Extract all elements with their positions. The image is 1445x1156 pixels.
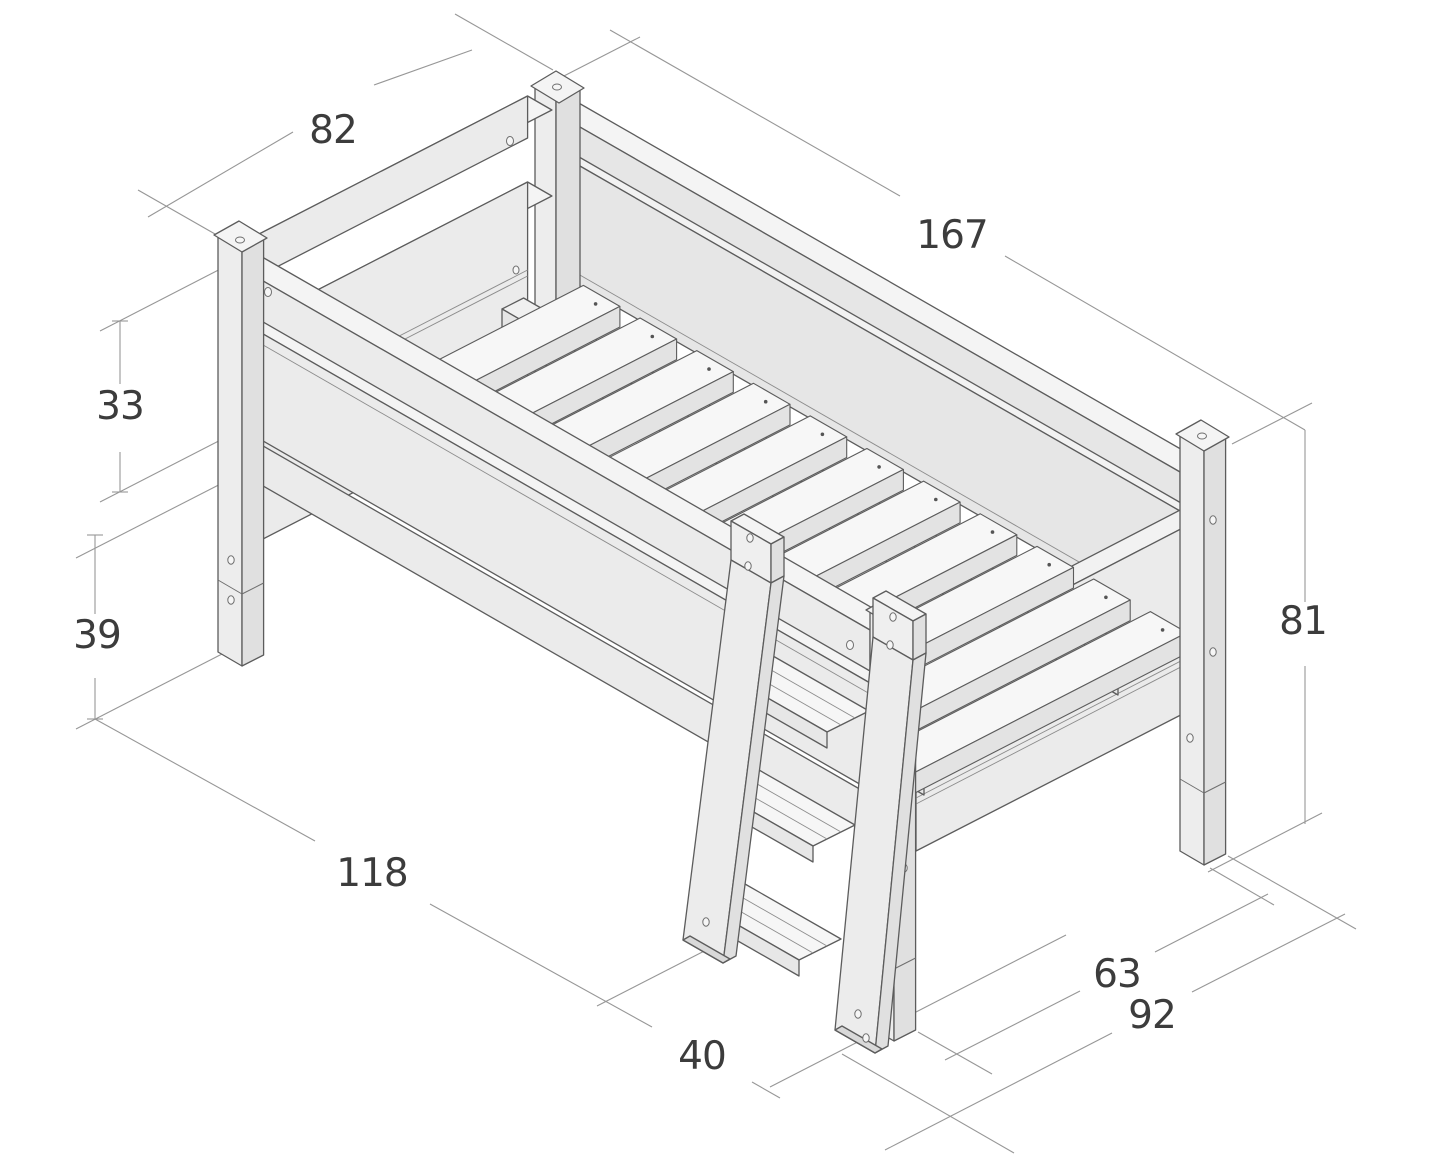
screw-hole — [746, 533, 754, 543]
ext-line — [1227, 855, 1357, 930]
ext-line — [596, 943, 719, 1007]
dim-line — [1191, 913, 1346, 993]
slat-screw — [990, 530, 995, 534]
ext-line — [1231, 402, 1313, 445]
screw-hole — [227, 555, 235, 565]
slat-screw — [593, 302, 598, 306]
dim-40-label: 40 — [678, 1034, 726, 1079]
screw-hole — [744, 561, 752, 571]
stringer-foot-face — [834, 1025, 883, 1054]
ladder-left-stringer — [682, 513, 785, 964]
dim-line — [429, 903, 653, 1028]
screw-hole — [862, 1033, 870, 1043]
tread-slat-line — [744, 776, 842, 833]
screw-hole — [886, 640, 894, 650]
dim-line — [884, 1032, 1113, 1151]
dimension-labels: 82 167 33 39 118 40 63 92 81 — [73, 108, 1328, 1079]
dim-line — [373, 49, 473, 86]
ext-line — [917, 1031, 993, 1075]
screw-hole — [854, 1009, 862, 1019]
dimension-lines — [75, 13, 1357, 1154]
panel-seam-line — [915, 648, 1205, 799]
slat-screw — [877, 465, 881, 469]
screw-hole — [512, 265, 520, 275]
dim-81-lines — [1207, 430, 1323, 873]
ext-line — [1207, 812, 1323, 873]
dim-63-label: 63 — [1093, 952, 1141, 997]
dim-118-40-lines — [94, 718, 1067, 1099]
dim-92-label: 92 — [1128, 993, 1176, 1038]
screw-hole — [846, 640, 854, 650]
head-near-post — [213, 220, 268, 667]
ext-line — [559, 36, 641, 79]
screw-hole — [264, 287, 272, 297]
slat-screw — [707, 367, 711, 371]
screw-hole — [506, 136, 514, 146]
screw-hole — [235, 236, 245, 244]
ladder-right-stringer — [834, 590, 927, 1054]
dim-82-label: 82 — [309, 108, 357, 153]
screw-hole — [227, 595, 235, 605]
dim-line — [1154, 893, 1269, 953]
ladder — [682, 513, 927, 1054]
stringer-hook-side — [770, 536, 785, 584]
stringer-side-face — [874, 652, 927, 1054]
stringer-hook-side — [912, 613, 927, 661]
screw-hole — [1186, 733, 1194, 743]
slat-screw — [1047, 562, 1051, 567]
foot-joint-line — [1203, 781, 1226, 794]
foot-joint-line — [1179, 778, 1205, 794]
dim-39-label: 39 — [73, 613, 121, 658]
screw-hole — [702, 917, 710, 927]
ext-line — [75, 472, 243, 559]
dim-167-lines — [559, 29, 1313, 445]
foot-joint-line — [893, 957, 916, 970]
dim-line — [94, 718, 316, 842]
slat-screw — [1160, 628, 1165, 632]
foot-joint-line — [241, 582, 264, 595]
slat-screw — [1104, 595, 1108, 600]
screw-hole — [1209, 515, 1217, 525]
dim-63-lines — [917, 867, 1275, 1075]
dim-line — [147, 131, 294, 218]
ext-line — [841, 1053, 1015, 1154]
screw-hole — [1197, 432, 1207, 440]
dim-39-lines — [75, 472, 243, 730]
panel-seam-line — [915, 654, 1205, 805]
dim-81-label: 81 — [1279, 599, 1327, 644]
slat-screw — [820, 432, 825, 437]
screw-hole — [889, 612, 897, 622]
stringer-foot-face — [682, 935, 731, 964]
ext-line — [75, 653, 223, 730]
post-cap-face — [213, 220, 268, 253]
slat-screw — [650, 334, 655, 339]
post-left-face — [1179, 433, 1205, 866]
ext-line — [99, 261, 235, 332]
foot-far-post — [1175, 419, 1230, 866]
dim-line — [1004, 255, 1306, 431]
screw-hole — [1209, 647, 1217, 657]
tread-slat-line — [730, 890, 828, 947]
screw-hole — [552, 83, 562, 91]
slat-screw — [763, 399, 768, 404]
stringer-side-face — [722, 575, 785, 964]
ext-line — [454, 13, 554, 71]
post-side-face — [241, 237, 265, 667]
dim-line — [944, 990, 1081, 1061]
dim-92-lines — [841, 855, 1357, 1154]
tread-slat-line — [758, 662, 856, 719]
panel-chamfer-line — [551, 258, 1181, 621]
dim-118-label: 118 — [336, 851, 407, 896]
dim-167-label: 167 — [916, 213, 987, 258]
foot-joint-line — [217, 579, 243, 595]
ext-line — [1209, 867, 1275, 906]
dim-line — [609, 29, 901, 197]
bed-drawing — [213, 70, 1230, 1054]
dim-line — [751, 1081, 781, 1099]
ext-line — [769, 934, 1067, 1088]
slat-screw — [934, 497, 938, 502]
dim-33-label: 33 — [96, 384, 144, 429]
